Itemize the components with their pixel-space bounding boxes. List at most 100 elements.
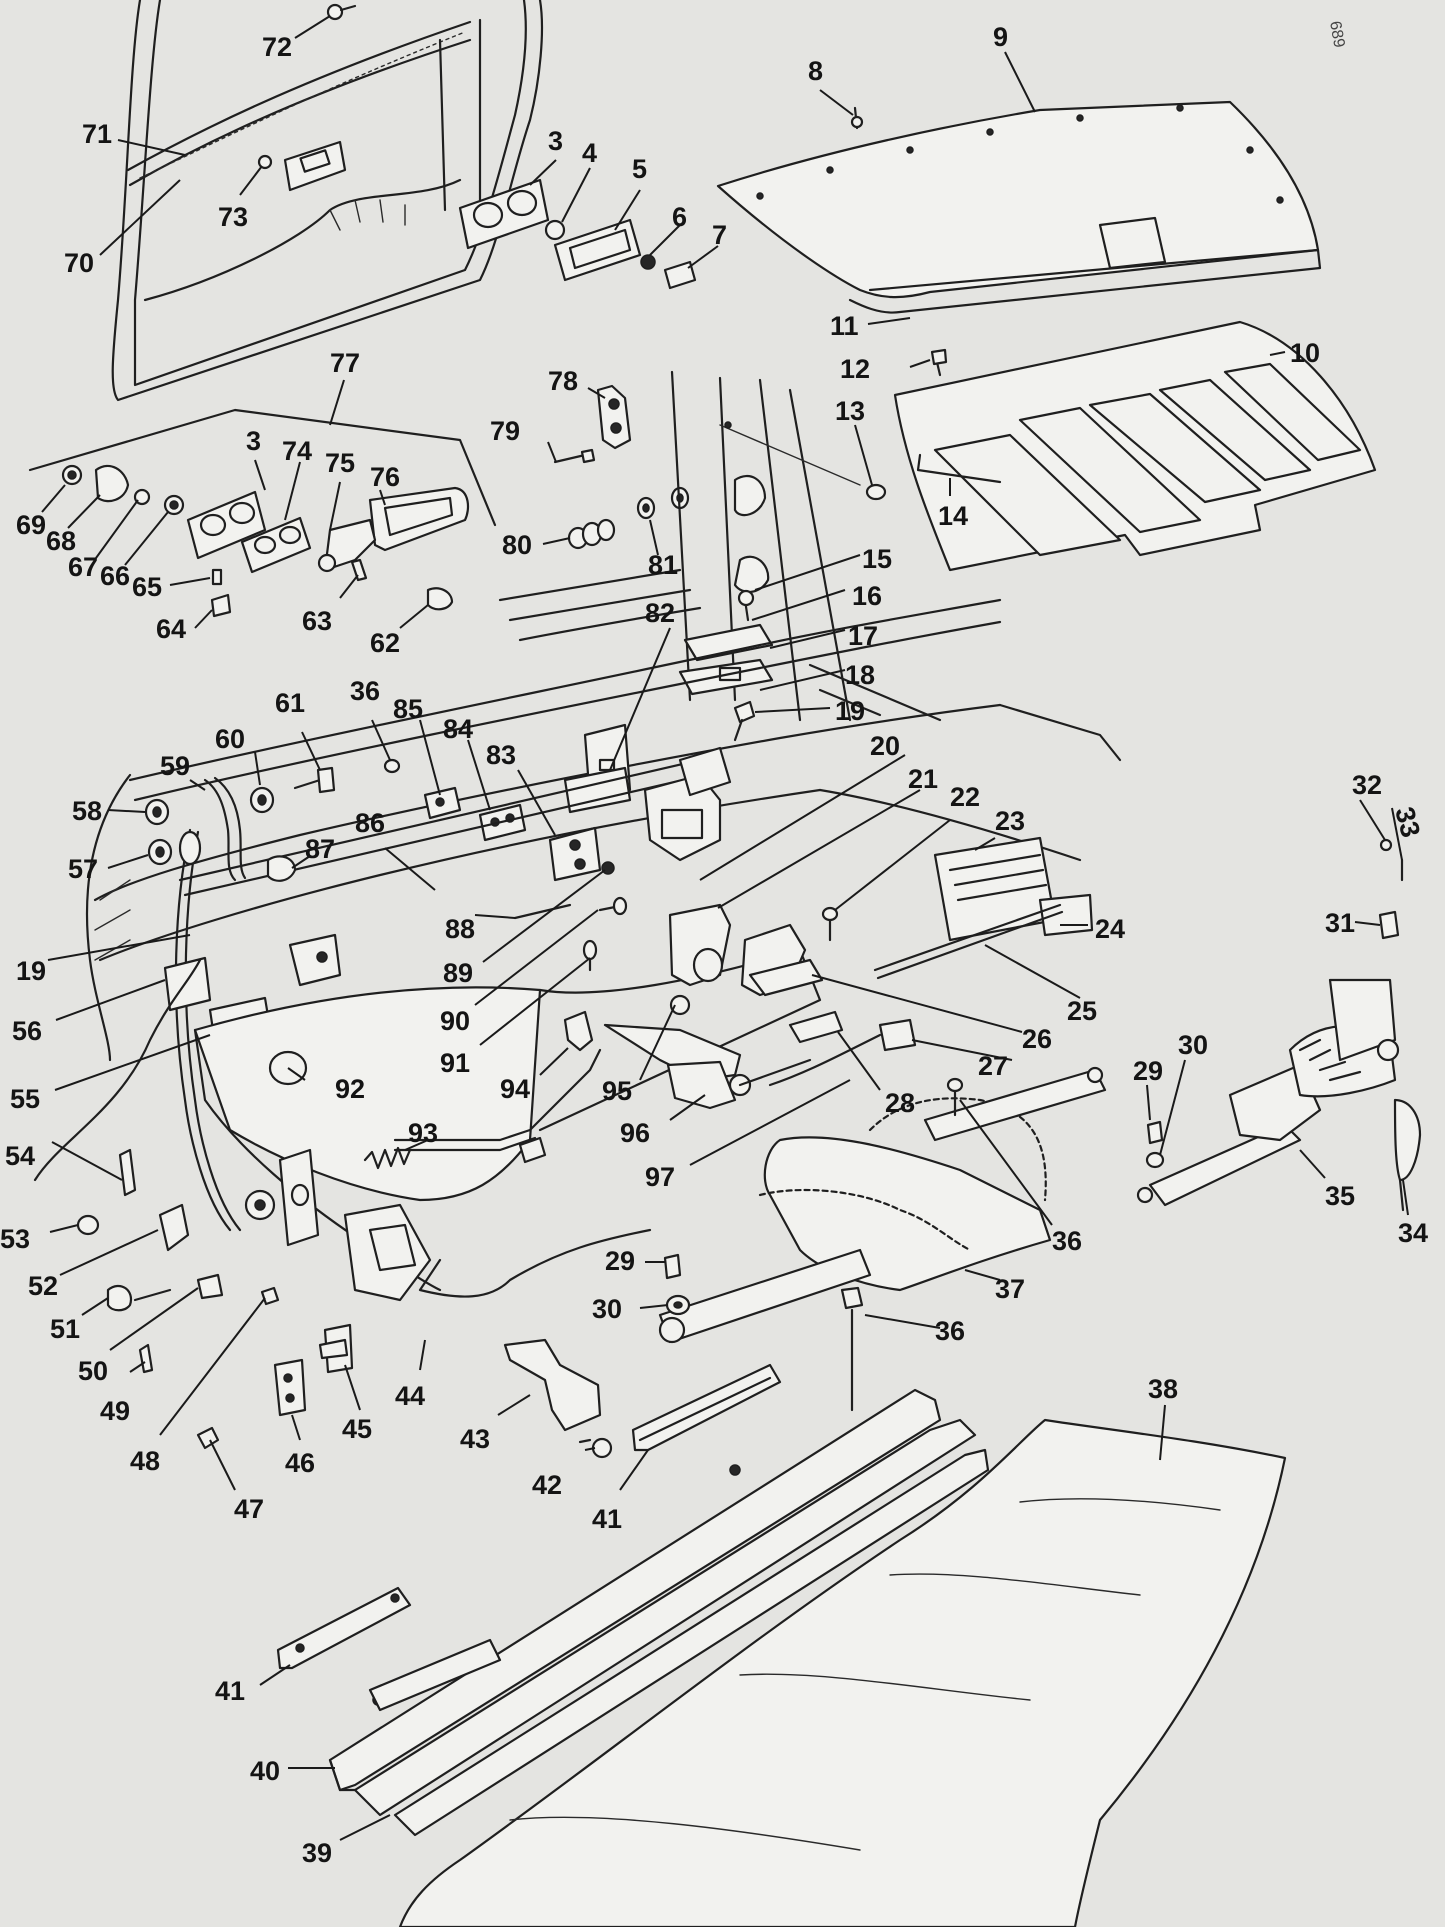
part-26-guide: [740, 923, 824, 997]
callout-62: 62: [370, 628, 400, 658]
callout-20: 20: [870, 731, 900, 761]
part-73-handle-plate: [257, 140, 347, 192]
callout-30b: 30: [592, 1294, 622, 1324]
callout-42: 42: [532, 1470, 562, 1500]
part-9-roof-panel: [716, 100, 1322, 314]
part-20-latch: [643, 746, 732, 862]
part-21-guide-roller: [668, 903, 732, 987]
part-28-plate: [788, 1010, 844, 1044]
callout-4: 4: [582, 138, 597, 168]
callout-3b: 3: [246, 426, 261, 456]
parts-88-91-fasteners: [513, 861, 628, 972]
callout-36c: 36: [935, 1316, 965, 1346]
callout-72: 72: [262, 32, 292, 62]
part-36-screws: [840, 1077, 964, 1412]
callout-47: 47: [234, 1494, 264, 1524]
callout-36b: 36: [1052, 1226, 1082, 1256]
callout-95: 95: [602, 1076, 632, 1106]
callout-79: 79: [490, 416, 520, 446]
callout-13: 13: [835, 396, 865, 426]
callout-26: 26: [1022, 1024, 1052, 1054]
callout-41: 41: [592, 1504, 622, 1534]
callout-57: 57: [68, 854, 98, 884]
callout-48: 48: [130, 1446, 160, 1476]
callout-10: 10: [1290, 338, 1320, 368]
callout-92: 92: [335, 1074, 365, 1104]
callout-11: 11: [830, 311, 859, 341]
callout-76: 76: [370, 462, 400, 492]
callout-80: 80: [502, 530, 532, 560]
callout-24: 24: [1095, 914, 1125, 944]
part-8-screw: [850, 106, 864, 130]
part-37-window-regulator: [658, 1066, 1107, 1344]
part-95-96-linkage: [603, 994, 812, 1110]
callout-25: 25: [1067, 996, 1097, 1026]
callout-29b: 29: [605, 1246, 635, 1276]
callout-19b: 19: [16, 956, 46, 986]
callout-38: 38: [1148, 1374, 1178, 1404]
callout-53: 53: [0, 1224, 30, 1254]
callout-49: 49: [100, 1396, 130, 1426]
callout-97: 97: [645, 1162, 675, 1192]
callout-37: 37: [995, 1274, 1025, 1304]
callout-28: 28: [885, 1088, 915, 1118]
callout-52: 52: [28, 1271, 58, 1301]
callout-86: 86: [355, 808, 385, 838]
callout-82: 82: [645, 598, 675, 628]
part-44-latch-assembly: [278, 1148, 432, 1302]
callout-3: 3: [548, 126, 563, 156]
callout-83: 83: [486, 740, 516, 770]
part-41-bracket-upper: [631, 1363, 782, 1452]
callout-6: 6: [672, 202, 687, 232]
tailgate-door-frame: [111, 0, 544, 402]
part-94-rod: [393, 1010, 602, 1164]
part-78-hinge-bracket: [596, 384, 632, 450]
part-77-lamp-assembly: [28, 408, 497, 618]
parts-45-54-small-parts: [76, 1148, 354, 1450]
callout-60: 60: [215, 724, 245, 754]
page-corner-mark: 689: [1326, 20, 1347, 49]
part-36-screw-a: [383, 758, 401, 774]
part-19-cable: [174, 828, 242, 1232]
callout-40: 40: [250, 1756, 280, 1786]
callout-29: 29: [1133, 1056, 1163, 1086]
callout-67: 67: [68, 552, 98, 582]
part-93-spring: [363, 1146, 412, 1170]
callout-59: 59: [160, 751, 190, 781]
callout-61: 61: [275, 688, 305, 718]
callout-56: 56: [12, 1016, 42, 1046]
callout-65: 65: [132, 572, 162, 602]
callout-16: 16: [852, 581, 882, 611]
parts-31-34-fasteners: [1145, 838, 1422, 1212]
callout-77: 77: [330, 348, 360, 378]
part-25-rod: [873, 903, 1064, 980]
callout-8: 8: [808, 56, 823, 86]
part-12-screw: [930, 348, 948, 377]
callout-85: 85: [393, 694, 423, 724]
callout-64: 64: [156, 614, 186, 644]
callout-84: 84: [443, 714, 473, 744]
callout-35: 35: [1325, 1181, 1355, 1211]
part-3-lamp-housing-upper: [458, 178, 550, 250]
leader-lines: [41, 15, 1409, 1841]
parts-29-30-lower: [663, 1253, 691, 1316]
part-38-rear-glass: [398, 1418, 1287, 1927]
callout-88: 88: [445, 914, 475, 944]
callout-71: 71: [82, 119, 112, 149]
callout-41b: 41: [215, 1676, 245, 1706]
callout-91: 91: [440, 1048, 470, 1078]
callout-15: 15: [862, 544, 892, 574]
callout-74: 74: [282, 436, 312, 466]
callout-32: 32: [1352, 770, 1382, 800]
part-43-bracket: [503, 1338, 602, 1432]
callout-45: 45: [342, 1414, 372, 1444]
callout-22: 22: [950, 782, 980, 812]
part-22-screw: [821, 906, 839, 942]
callout-39: 39: [302, 1838, 332, 1868]
callout-50: 50: [78, 1356, 108, 1386]
callout-14: 14: [938, 501, 968, 531]
callout-17: 17: [848, 621, 878, 651]
callout-70: 70: [64, 248, 94, 278]
callout-55: 55: [10, 1084, 40, 1114]
